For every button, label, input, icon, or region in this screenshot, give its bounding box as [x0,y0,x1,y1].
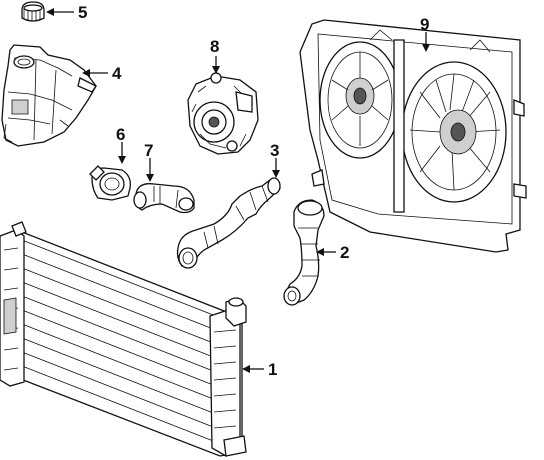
callout-3: 3 [270,141,280,178]
callout-1-label: 1 [268,360,277,379]
callout-7: 7 [144,141,154,182]
callout-4-label: 4 [112,64,122,83]
thermostat-housing-drawing [89,165,131,201]
callout-5: 5 [46,3,87,22]
callout-8: 8 [210,37,220,74]
upper-radiator-hose-drawing [176,177,281,269]
lower-radiator-hose-drawing [283,199,325,306]
callout-5-label: 5 [78,3,87,22]
callout-2-label: 2 [340,243,349,262]
callout-3-label: 3 [270,141,279,160]
radiator-drawing [0,221,247,457]
callout-9-label: 9 [420,15,429,34]
water-pump-drawing [187,72,259,155]
callout-7-label: 7 [144,141,153,160]
callout-8-label: 8 [210,37,219,56]
coolant-reservoir-drawing [1,44,97,147]
callout-2: 2 [316,243,349,262]
callout-1: 1 [242,360,277,379]
callout-9: 9 [420,15,430,52]
fan-assembly-drawing [299,19,527,253]
callout-4: 4 [82,64,122,83]
callout-6-label: 6 [116,125,125,144]
bypass-hose-drawing [133,183,195,214]
callout-6: 6 [116,125,126,164]
reservoir-cap-drawing [21,1,45,22]
